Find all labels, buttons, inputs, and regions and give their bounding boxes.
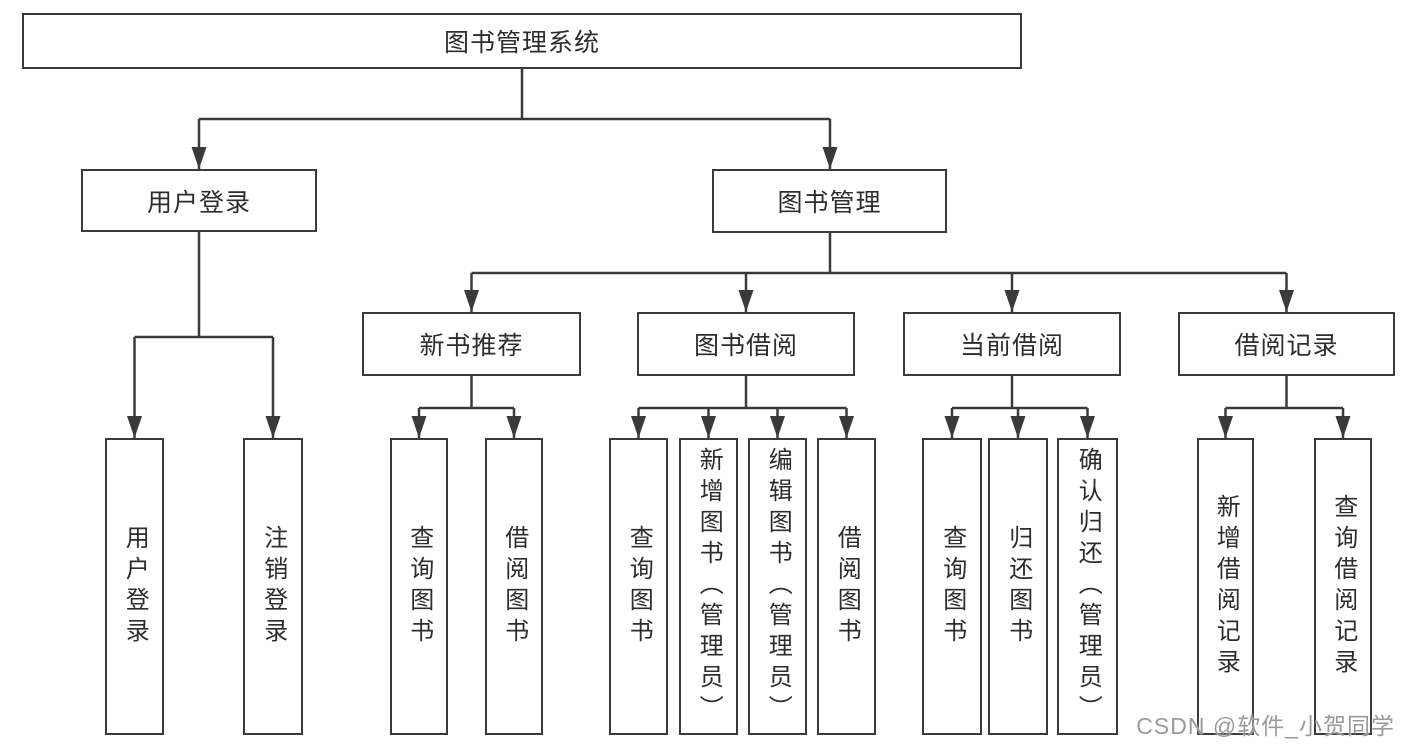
node-current-borrowing-label: 当前借阅 bbox=[959, 332, 1064, 360]
leaf-query-books-current: 查询图书 bbox=[922, 438, 982, 735]
leaf-logout-label: 注销登录 bbox=[259, 524, 287, 649]
node-book-management: 图书管理 bbox=[712, 169, 947, 233]
csdn-watermark: CSDN @软件_小贺同学 bbox=[1136, 713, 1395, 739]
leaf-return-book-label: 归还图书 bbox=[1004, 524, 1032, 649]
leaf-confirm-return-admin-label: 确认归还（管理员） bbox=[1074, 447, 1102, 726]
leaf-borrow-books-label: 借阅图书 bbox=[833, 524, 861, 649]
node-root-label: 图书管理系统 bbox=[443, 29, 600, 57]
leaf-query-books-current-label: 查询图书 bbox=[938, 524, 966, 649]
leaf-logout: 注销登录 bbox=[243, 438, 303, 735]
node-current-borrowing: 当前借阅 bbox=[903, 312, 1121, 376]
leaf-query-borrow-record-label: 查询借阅记录 bbox=[1329, 493, 1357, 680]
node-borrowing-records: 借阅记录 bbox=[1178, 312, 1395, 376]
node-book-borrowing: 图书借阅 bbox=[637, 312, 855, 376]
node-user-login: 用户登录 bbox=[81, 169, 317, 232]
leaf-borrow-books-recommend-label: 借阅图书 bbox=[500, 524, 528, 649]
leaf-user-login-label: 用户登录 bbox=[121, 524, 149, 649]
leaf-query-books-borrow-label: 查询图书 bbox=[625, 524, 653, 649]
leaf-borrow-books-recommend: 借阅图书 bbox=[485, 438, 543, 735]
node-root-library-system: 图书管理系统 bbox=[22, 13, 1022, 69]
leaf-edit-book-admin: 编辑图书（管理员） bbox=[748, 438, 807, 735]
leaf-borrow-books: 借阅图书 bbox=[817, 438, 876, 735]
leaf-return-book: 归还图书 bbox=[988, 438, 1048, 735]
leaf-add-borrow-record-label: 新增借阅记录 bbox=[1212, 493, 1240, 680]
node-book-borrowing-label: 图书借阅 bbox=[693, 332, 798, 360]
leaf-add-book-admin: 新增图书（管理员） bbox=[679, 438, 738, 735]
node-new-book-recommend-label: 新书推荐 bbox=[419, 332, 524, 360]
leaf-query-books-borrow: 查询图书 bbox=[609, 438, 668, 735]
leaf-edit-book-admin-label: 编辑图书（管理员） bbox=[764, 447, 792, 726]
leaf-confirm-return-admin: 确认归还（管理员） bbox=[1057, 438, 1118, 735]
leaf-user-login: 用户登录 bbox=[105, 438, 164, 735]
leaf-query-books-recommend-label: 查询图书 bbox=[405, 524, 433, 649]
leaf-add-book-admin-label: 新增图书（管理员） bbox=[695, 447, 723, 726]
leaf-query-borrow-record: 查询借阅记录 bbox=[1314, 438, 1372, 735]
node-borrowing-records-label: 借阅记录 bbox=[1234, 332, 1339, 360]
node-book-management-label: 图书管理 bbox=[777, 189, 882, 217]
node-user-login-label: 用户登录 bbox=[146, 188, 251, 217]
leaf-query-books-recommend: 查询图书 bbox=[390, 438, 448, 735]
node-new-book-recommend: 新书推荐 bbox=[362, 312, 581, 376]
leaf-add-borrow-record: 新增借阅记录 bbox=[1197, 438, 1254, 735]
